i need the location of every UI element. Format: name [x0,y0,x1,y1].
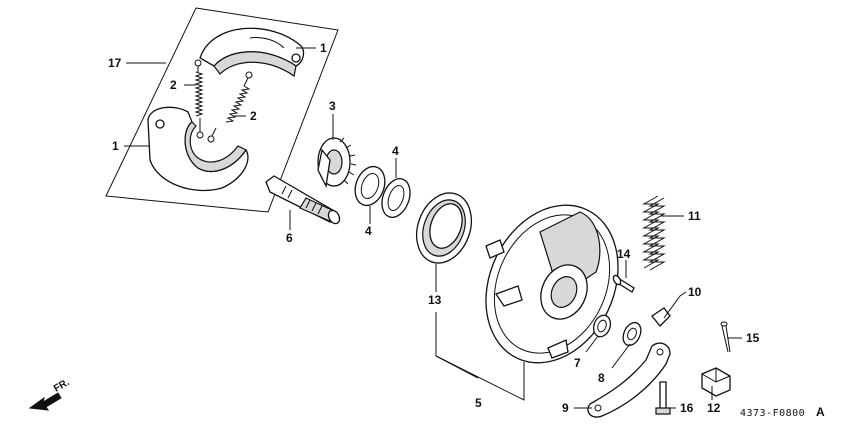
callout-16: 16 [680,401,694,415]
diagram-code: 4373-F0800 [740,408,805,419]
callout-7: 7 [574,356,581,370]
indicator-plate[interactable] [620,320,645,349]
callout-15: 15 [746,331,760,345]
leader-lines [124,47,742,409]
castle-nut[interactable] [701,367,731,397]
callout-9: 9 [562,401,569,415]
brake-shoe-spring-right[interactable] [207,71,253,143]
callout-6: 6 [286,231,293,245]
callout-1-lower-shoe: 1 [112,139,119,153]
callout-2-right-spring: 2 [250,109,257,123]
callout-4-inner-washer: 4 [365,224,372,238]
front-direction-label: FR. [52,377,72,395]
return-spring[interactable] [642,195,666,271]
brake-arm-shaft[interactable] [265,175,342,226]
bolt-small[interactable] [612,274,635,293]
callout-12: 12 [707,401,721,415]
callout-5: 5 [475,396,482,410]
cotter-pin[interactable] [720,321,731,353]
callout-13: 13 [428,293,442,307]
callout-10: 10 [688,285,702,299]
diagram-code-suffix: A [816,405,825,419]
brake-cam-gear[interactable] [317,137,357,189]
brake-arm-bolt[interactable] [655,381,671,415]
callout-1-upper-shoe: 1 [320,41,327,55]
brake-arm[interactable] [587,342,671,418]
washer-outer[interactable] [377,175,415,221]
brake-shoe-upper[interactable] [199,27,305,78]
callout-11: 11 [688,209,701,223]
callout-2-left-spring: 2 [170,78,177,92]
callout-4-outer-washer: 4 [392,144,399,158]
brake-shoe-spring-left[interactable] [194,59,204,139]
brake-shoe-lower[interactable] [147,106,249,192]
wear-indicator[interactable] [651,307,671,327]
front-direction-arrow-icon [28,392,62,411]
washer-inner[interactable] [350,162,390,209]
callout-14: 14 [617,247,631,261]
dust-seal[interactable] [407,185,480,270]
callout-3: 3 [329,99,336,113]
callout-8: 8 [598,371,605,385]
brake-shoe-set-boundary [105,7,339,213]
brake-panel[interactable] [461,183,643,384]
callout-17: 17 [108,56,122,70]
